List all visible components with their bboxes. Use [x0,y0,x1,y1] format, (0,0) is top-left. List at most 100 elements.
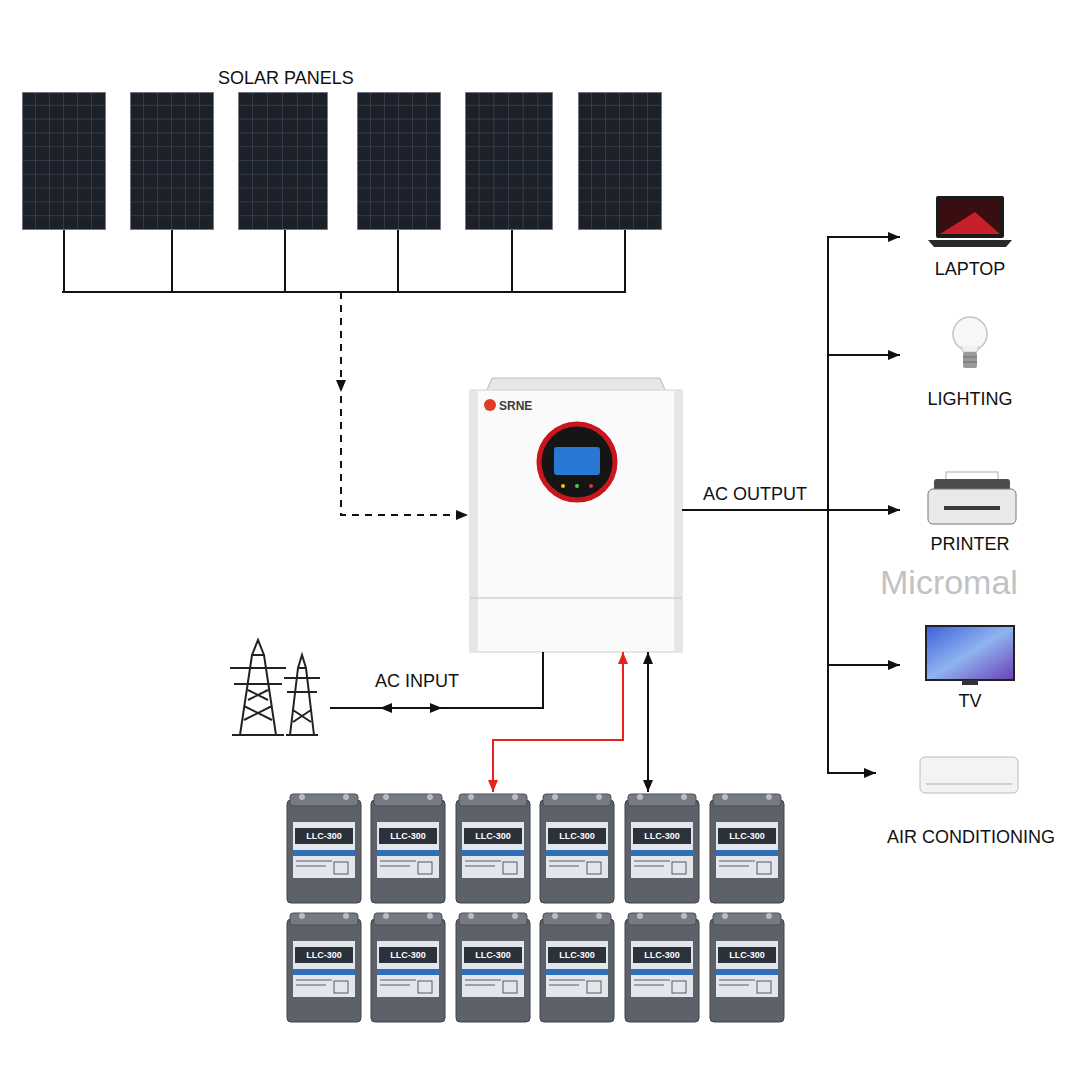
battery-cell: LLC-300 [624,792,700,904]
arrowhead [643,652,653,664]
connector-line [341,292,468,515]
arrowhead [380,703,392,713]
inverter-unit [470,378,682,652]
bulb-glass [953,317,987,351]
ac-vent [926,783,1012,785]
battery-cell: LLC-300 [455,911,531,1023]
battery-cell: LLC-300 [539,911,615,1023]
node-label: LLC-300 [390,830,426,842]
arrowhead [430,703,442,713]
arrowhead [643,780,653,792]
laptop-display [940,200,1000,234]
status-led [575,484,579,488]
watermark: Micromal [880,563,1018,601]
solar-array: SOLAR PANELS [20,62,670,292]
status-led [589,484,593,488]
arrowhead [488,780,498,792]
laptop-icon [928,196,1012,247]
arrowhead [456,510,468,520]
tv-icon [926,626,1014,685]
battery [456,794,530,903]
connector-line [493,652,623,792]
connector-line [682,510,876,773]
load-device: TV [900,620,1040,712]
laptop-screen [936,196,1004,238]
battery-cell: LLC-300 [709,911,785,1023]
node-label: LLC-300 [644,949,680,961]
solar-panel [465,92,553,230]
panel-bus-wire [62,230,626,292]
pylon [230,640,286,735]
brand-logo [484,399,496,411]
node-label: LLC-300 [729,949,765,961]
connector-line [647,652,649,792]
battery [287,913,361,1022]
arrowhead [864,768,876,778]
node-label: TV [958,691,981,712]
pylon [284,655,320,735]
battery [371,913,445,1022]
bulb-neck [961,346,979,352]
inverter: SRNE [468,380,682,652]
lcd-screen [554,447,600,475]
tv-stand [962,680,978,685]
node-label: LLC-300 [306,830,342,842]
connector [682,350,900,510]
battery-cell: LLC-300 [370,792,446,904]
battery [371,794,445,903]
inverter-edge [674,390,682,652]
node-label: SOLAR PANELS [218,68,354,89]
connector [643,652,653,792]
connector-line [682,355,900,510]
solar-panel [22,92,106,230]
ac-body [920,757,1018,793]
inverter-body [470,390,682,652]
connector [682,510,876,778]
arrowhead [336,380,346,392]
node-label: LLC-300 [729,830,765,842]
arrowhead [888,232,900,242]
arrowhead [888,505,900,515]
connector [682,232,900,510]
bulb-base [963,352,977,368]
node-label: SRNE [499,399,532,413]
connection-label: AC INPUT [375,671,459,692]
battery [625,913,699,1022]
node-label: LLC-300 [559,830,595,842]
connector [682,510,900,670]
node-label: LLC-300 [475,830,511,842]
connector [488,652,628,792]
battery-cell: LLC-300 [624,911,700,1023]
inverter-edge [470,390,478,652]
node-label: LAPTOP [935,259,1006,280]
bulb-thread [963,357,977,362]
connector-line [682,510,900,665]
status-led [561,484,565,488]
node-label: LLC-300 [306,949,342,961]
inverter-seam [470,597,682,599]
connector [336,292,468,520]
node-label: LLC-300 [559,949,595,961]
battery [456,913,530,1022]
load-device: PRINTER [900,470,1040,555]
battery-cell: LLC-300 [370,911,446,1023]
battery-cell: LLC-300 [286,792,362,904]
node-label: LLC-300 [644,830,680,842]
battery-cell: LLC-300 [286,911,362,1023]
ac-unit-icon [920,757,1018,793]
connector-line [682,237,900,510]
battery-cell: LLC-300 [539,792,615,904]
node-label: LLC-300 [390,949,426,961]
node-label: LLC-300 [475,949,511,961]
node-label: LIGHTING [927,389,1012,410]
arrowhead [618,652,628,664]
solar-panel [238,92,328,230]
load-device: AIR CONDITIONING [876,752,1066,848]
battery [287,794,361,903]
node-label: PRINTER [930,534,1009,555]
load-device: LAPTOP [900,190,1040,280]
battery [540,794,614,903]
printer-icon [928,472,1016,524]
